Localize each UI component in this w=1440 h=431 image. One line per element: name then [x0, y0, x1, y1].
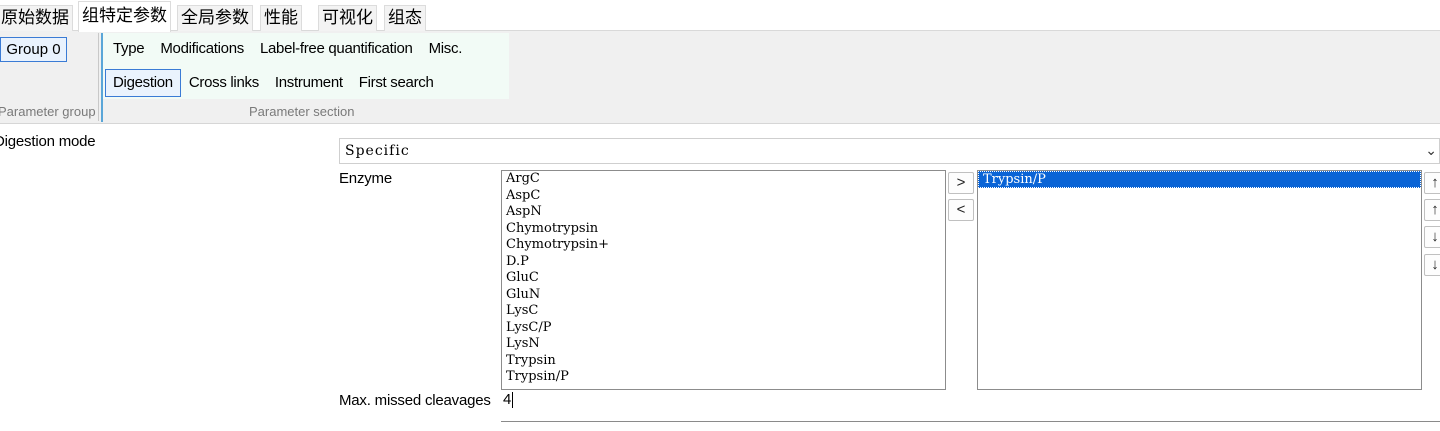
- section-modifications[interactable]: Modifications: [160, 40, 244, 57]
- section-misc[interactable]: Misc.: [428, 40, 463, 57]
- ribbon: Group 0 Parameter group Type Modificatio…: [0, 31, 1440, 124]
- text-caret: [512, 392, 514, 409]
- section-type[interactable]: Type: [113, 40, 145, 57]
- chevron-down-icon: ⌄: [1425, 143, 1437, 159]
- remove-enzyme-button[interactable]: <: [948, 199, 974, 221]
- digestion-mode-select[interactable]: Specific ⌄: [339, 138, 1440, 164]
- move-up-button[interactable]: ↑: [1424, 199, 1440, 221]
- move-to-top-button[interactable]: ↑: [1424, 172, 1440, 194]
- enzyme-label: Enzyme: [339, 170, 392, 187]
- section-cross-links[interactable]: Cross links: [188, 74, 259, 91]
- list-item[interactable]: LysC/P: [506, 319, 552, 335]
- tab-global-parameters[interactable]: 全局参数: [177, 5, 253, 31]
- parameter-group-panel: Group 0: [0, 31, 98, 101]
- tab-group-specific-parameters[interactable]: 组特定参数: [78, 1, 171, 32]
- divider: [101, 33, 103, 122]
- parameter-section-panel: Type Modifications Label-free quantifica…: [101, 33, 509, 99]
- list-item[interactable]: Chymotrypsin+: [506, 237, 610, 252]
- list-item[interactable]: ArgC: [506, 171, 540, 186]
- max-missed-cleavages-input[interactable]: 4: [501, 390, 1440, 422]
- list-item[interactable]: Chymotrypsin: [506, 220, 599, 236]
- parameter-section-label: Parameter section: [249, 104, 355, 119]
- list-item[interactable]: Trypsin/P: [506, 369, 569, 384]
- available-enzymes-list[interactable]: ArgC AspC AspN Chymotrypsin Chymotrypsin…: [501, 170, 946, 390]
- tab-performance[interactable]: 性能: [260, 5, 302, 31]
- list-item[interactable]: GluN: [506, 286, 541, 302]
- list-item[interactable]: D.P: [506, 253, 529, 269]
- selected-enzymes-list[interactable]: Trypsin/P: [977, 170, 1422, 390]
- section-row-1: Type Modifications Label-free quantifica…: [105, 35, 470, 63]
- group-0-button[interactable]: Group 0: [0, 37, 67, 62]
- move-down-button[interactable]: ↓: [1424, 226, 1440, 248]
- section-digestion[interactable]: Digestion: [105, 69, 181, 97]
- add-enzyme-button[interactable]: >: [948, 172, 974, 194]
- move-to-bottom-button[interactable]: ↓: [1424, 254, 1440, 276]
- tab-visualization[interactable]: 可视化: [318, 5, 377, 31]
- tab-raw-data[interactable]: 原始数据: [0, 5, 73, 31]
- list-item[interactable]: Trypsin: [506, 352, 556, 368]
- max-missed-cleavages-label: Max. missed cleavages: [339, 392, 491, 409]
- tab-strip: 原始数据 组特定参数 全局参数 性能 可视化 组态: [0, 0, 1440, 32]
- section-label-free-quantification[interactable]: Label-free quantification: [259, 40, 413, 57]
- parameter-group-label: Parameter group: [0, 104, 96, 119]
- list-item[interactable]: AspC: [506, 187, 541, 203]
- section-first-search[interactable]: First search: [358, 74, 434, 91]
- section-row-2: Digestion Cross links Instrument First s…: [105, 69, 442, 97]
- list-item[interactable]: LysN: [506, 336, 540, 351]
- list-item[interactable]: Trypsin/P: [978, 171, 1421, 188]
- digestion-mode-label: Digestion mode: [0, 133, 96, 150]
- list-item[interactable]: AspN: [506, 204, 542, 219]
- tab-configuration[interactable]: 组态: [384, 5, 426, 31]
- digestion-mode-value: Specific: [345, 143, 410, 159]
- list-item[interactable]: GluC: [506, 270, 539, 285]
- list-item[interactable]: LysC: [506, 303, 539, 318]
- section-instrument[interactable]: Instrument: [274, 74, 343, 91]
- divider: [98, 33, 99, 121]
- max-missed-cleavages-value: 4: [503, 391, 512, 408]
